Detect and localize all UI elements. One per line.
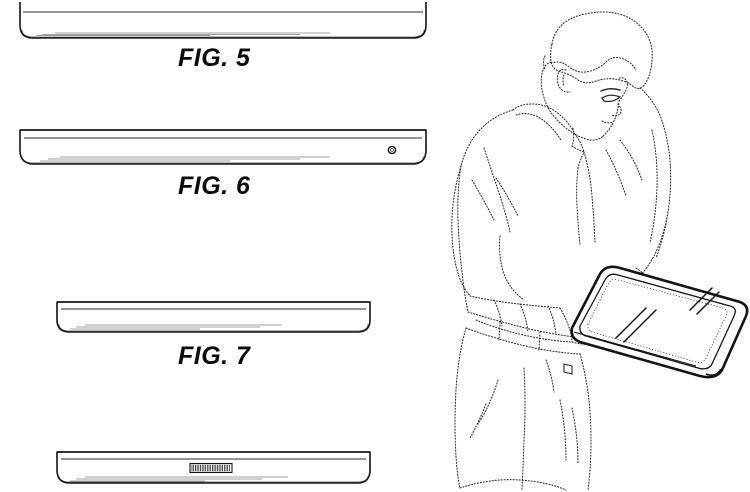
right-arm-outer <box>629 211 669 287</box>
head-outline <box>540 61 604 141</box>
belt-buckle <box>563 363 573 375</box>
belt-loop-1 <box>498 321 501 341</box>
collar-right <box>574 133 585 153</box>
left-sleeve-fold-2 <box>519 303 529 333</box>
ear-outline <box>556 68 571 93</box>
hair-outline <box>550 11 653 89</box>
left-arm-outer <box>451 165 471 297</box>
collar-left <box>512 103 576 135</box>
shoulder-right-back <box>639 87 672 259</box>
fig6-device-outline <box>19 129 427 165</box>
belt-bottom <box>465 327 581 355</box>
jaw-chin <box>602 100 620 137</box>
trousers-hem <box>459 479 567 491</box>
ear-inner <box>562 74 565 87</box>
torso-left-side <box>457 165 469 313</box>
shirt-fold-4 <box>605 149 627 197</box>
collar-notch <box>571 145 585 169</box>
neck <box>571 127 575 147</box>
dock-connector-icon <box>189 462 233 474</box>
shoulder-left <box>460 109 514 167</box>
face-front-profile <box>617 77 629 102</box>
collar-left-fold <box>515 113 562 141</box>
trousers-pocket <box>477 379 499 425</box>
fig6-label-overlay: FIG. 6 <box>178 172 251 200</box>
shirt-placket-2 <box>583 151 596 243</box>
back-seam <box>649 129 658 243</box>
trousers-right-side <box>579 353 592 491</box>
fig7-label-overlay: FIG. 7 <box>178 342 251 370</box>
shirt-fold-1 <box>483 147 511 233</box>
fig7-device-outline <box>56 301 371 333</box>
fig5-device-outline <box>19 2 427 39</box>
screen-highlight-streaks <box>615 287 720 343</box>
shirt-fold-3 <box>471 179 495 221</box>
left-forearm-bottom <box>475 319 573 343</box>
left-sleeve-fold-1 <box>493 299 503 327</box>
eyebrow <box>600 87 621 92</box>
trousers-fold-3 <box>469 403 487 439</box>
left-sleeve-cuff <box>559 307 573 343</box>
belt-top <box>467 311 585 339</box>
trousers-fold-2 <box>571 407 579 465</box>
shirt-fold-5 <box>619 139 643 181</box>
tablet-device-in-use <box>570 265 749 379</box>
fig5-label-overlay: FIG. 5 <box>178 44 251 72</box>
fig8-device-outline <box>56 451 371 484</box>
hair-fringe <box>550 56 637 73</box>
shirt-fold-2 <box>495 177 519 217</box>
headphone-jack-inner <box>390 148 394 152</box>
hair-sideburn <box>542 55 546 71</box>
eye-outline <box>601 94 622 103</box>
trousers-fold-1 <box>559 399 567 461</box>
trousers-left-side <box>454 327 467 489</box>
trousers-fly <box>545 359 555 393</box>
nose <box>611 103 622 117</box>
left-sleeve-cuff-2 <box>547 305 557 335</box>
trousers-center-crease <box>521 367 526 491</box>
use-context-figure <box>451 11 672 491</box>
left-arm-inner <box>498 235 525 301</box>
belt-loop-2 <box>538 331 541 351</box>
left-forearm-top <box>469 295 561 309</box>
shirt-placket <box>576 167 581 245</box>
mouth <box>601 120 614 124</box>
